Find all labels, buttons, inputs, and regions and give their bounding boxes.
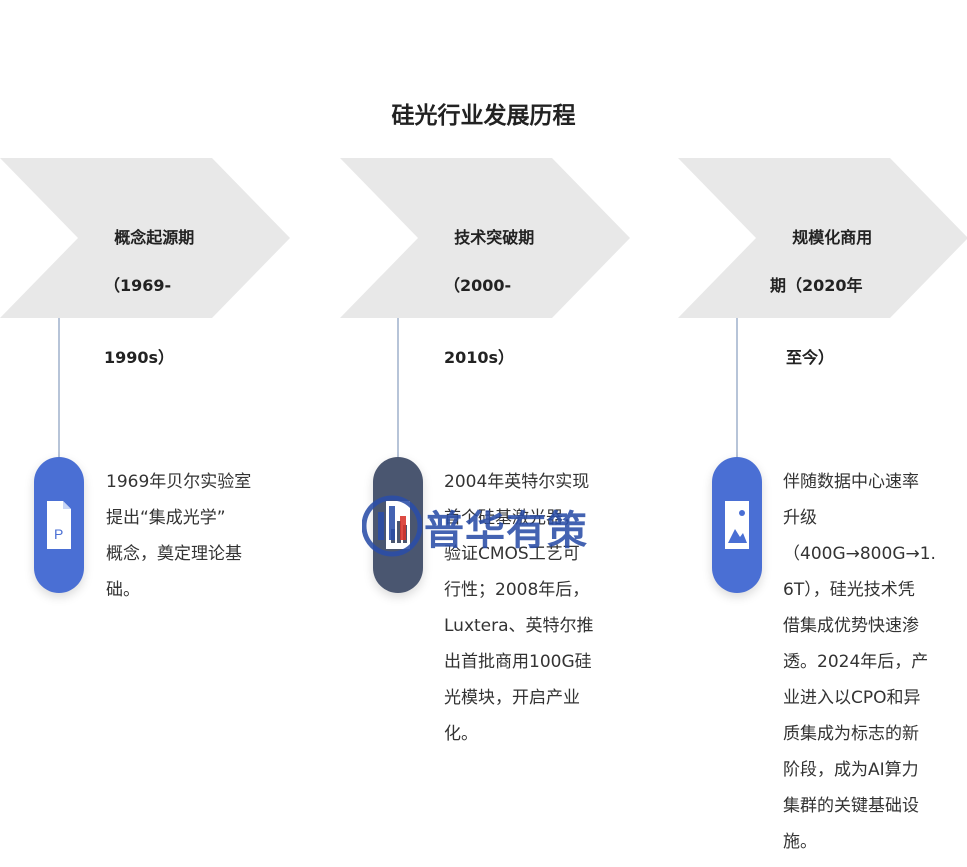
chevron-shape [678,158,967,318]
company-logo-icon [362,495,422,557]
watermark-text: 普华有策 [424,508,588,554]
description-line: 施。 [783,832,817,852]
stage-title-line: 至今） [786,348,835,367]
description-line: 验证CMOS工艺可 [444,544,580,564]
description-line: 光模块，开启产业 [444,688,580,708]
stage-title-3: 规模化商用 期（2020年 至今） [770,202,872,418]
description-line: 升级 [783,508,817,528]
watermark: 普华有策 [360,492,630,562]
connector-line-1 [58,318,60,460]
description-line: 6T），硅光技术凭 [783,580,915,600]
chevron-shape [340,158,630,318]
description-line: 行性；2008年后， [444,580,590,600]
description-line: （400G→800G→1. [783,544,936,564]
stage-title-2: 技术突破期 （2000- 2010s） [432,202,534,418]
page-title: 硅光行业发展历程 [391,103,576,129]
stage-description-1: 1969年贝尔实验室 提出“集成光学” 概念，奠定理论基 础。 [106,464,276,608]
stage-description-2: 2004年英特尔实现 首个硅基激光器， 验证CMOS工艺可 行性；2008年后，… [444,464,614,752]
description-line: 提出“集成光学” [106,508,226,528]
stage-title-1: 概念起源期 （1969- 1990s） [92,202,194,418]
stage-title-line: 概念起源期 [114,228,195,247]
chevron-shape [0,158,290,318]
description-line: Luxtera、英特尔推 [444,616,594,636]
description-line: 出首批商用100G硅 [444,652,592,672]
stage-title-line: （2000- [444,276,512,295]
description-line: 阶段，成为AI算力 [783,760,919,780]
stage-title-line: 1990s） [104,348,175,367]
description-line: 透。2024年后，产 [783,652,929,672]
stage-arrow-1: 概念起源期 （1969- 1990s） [0,158,290,367]
description-line: 借集成优势快速渗 [783,616,919,636]
image-icon [725,501,749,549]
description-line: 础。 [106,580,140,600]
svg-text:P: P [54,526,63,542]
stage-arrow-3: 规模化商用 期（2020年 至今） [678,158,967,367]
description-line: 2004年英特尔实现 [444,472,590,492]
stage-title-line: 规模化商用 [792,228,873,247]
stage-title-line: 期（2020年 [770,276,863,295]
description-line: 业进入以CPO和异 [783,688,921,708]
stage-title-line: 2010s） [444,348,515,367]
stage-icon-pill-1: P [34,457,84,593]
stage-title-line: 技术突破期 [454,228,535,247]
connector-line-3 [736,318,738,460]
description-line: 1969年贝尔实验室 [106,472,252,492]
description-line: 化。 [444,724,478,744]
description-line: 首个硅基激光器， [444,508,580,528]
stage-icon-pill-3 [712,457,762,593]
stage-arrow-2: 技术突破期 （2000- 2010s） [340,158,630,367]
stage-description-3: 伴随数据中心速率 升级 （400G→800G→1. 6T），硅光技术凭 借集成优… [783,464,953,860]
connector-line-2 [397,318,399,460]
document-p-icon: P [47,501,71,549]
description-line: 质集成为标志的新 [783,724,919,744]
description-line: 伴随数据中心速率 [783,472,919,492]
description-line: 集群的关键基础设 [783,796,919,816]
stage-title-line: （1969- [104,276,172,295]
description-line: 概念，奠定理论基 [106,544,242,564]
